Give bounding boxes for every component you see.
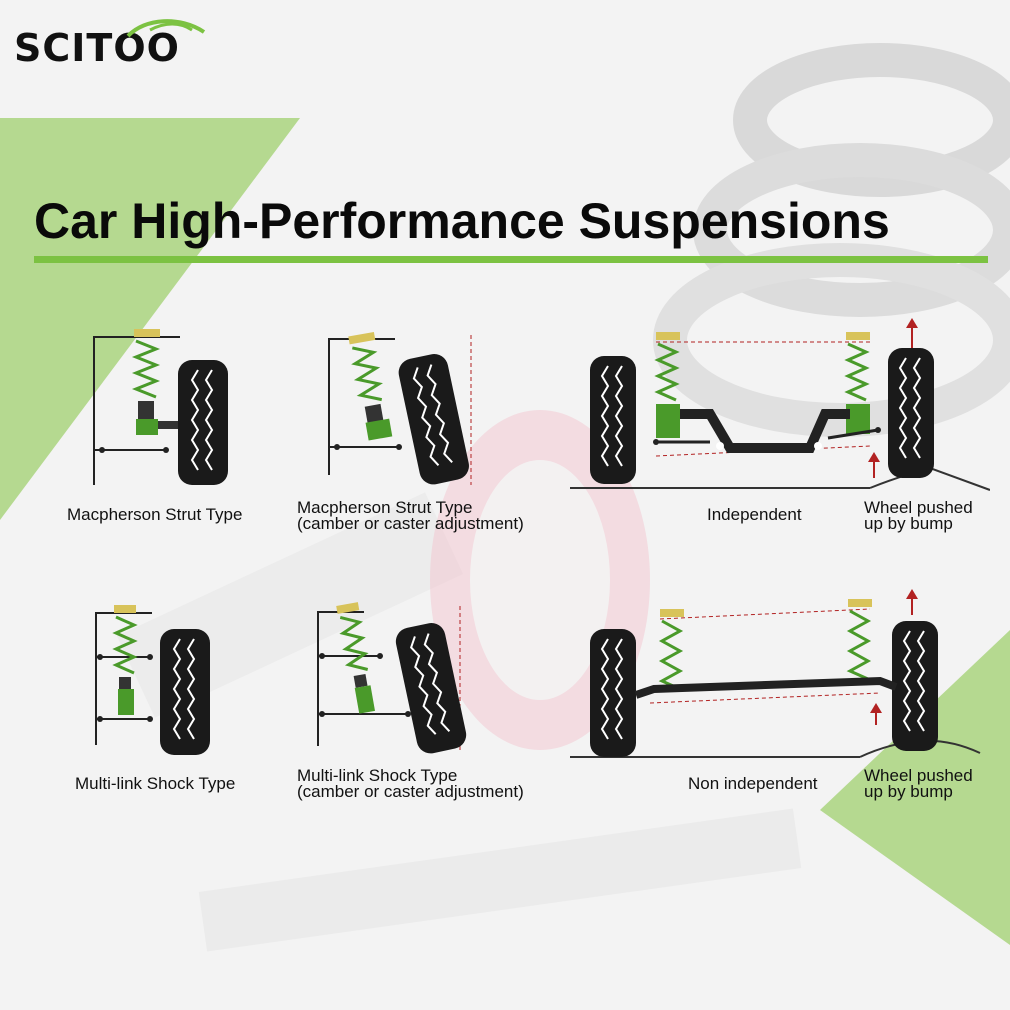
non-independent-suspension-diagram	[570, 589, 981, 758]
diagram-label-macpherson-camber-line2: (camber or caster adjustment)	[297, 514, 524, 533]
logo-car-swoosh-icon	[126, 19, 206, 38]
bump-note-independent-line1: Wheel pushed	[864, 498, 973, 517]
multi-link-shock-diagram	[95, 605, 210, 755]
multi-link-camber-diagram	[317, 602, 467, 754]
macpherson-strut-diagram	[93, 329, 228, 485]
page-title: Car High-Performance Suspensions	[34, 193, 890, 249]
bump-note-non-independent-line1: Wheel pushed	[864, 766, 973, 785]
diagram-label-non-independent: Non independent	[688, 774, 818, 793]
macpherson-camber-diagram	[328, 331, 472, 485]
diagram-label-multi-link-camber-line1: Multi-link Shock Type	[297, 766, 458, 785]
diagram-label-macpherson-camber-line1: Macpherson Strut Type	[297, 498, 473, 517]
independent-suspension-diagram	[570, 318, 990, 491]
diagram-label-multi-link-camber-line2: (camber or caster adjustment)	[297, 782, 524, 801]
bump-note-independent-line2: up by bump	[864, 514, 953, 533]
title-underline	[34, 256, 988, 263]
diagram-label-multi-link: Multi-link Shock Type	[75, 774, 236, 793]
diagram-label-independent: Independent	[707, 505, 802, 524]
brand-logo: SCITOO	[14, 26, 180, 70]
bump-note-non-independent-line2: up by bump	[864, 782, 953, 801]
diagram-label-macpherson: Macpherson Strut Type	[67, 505, 243, 524]
